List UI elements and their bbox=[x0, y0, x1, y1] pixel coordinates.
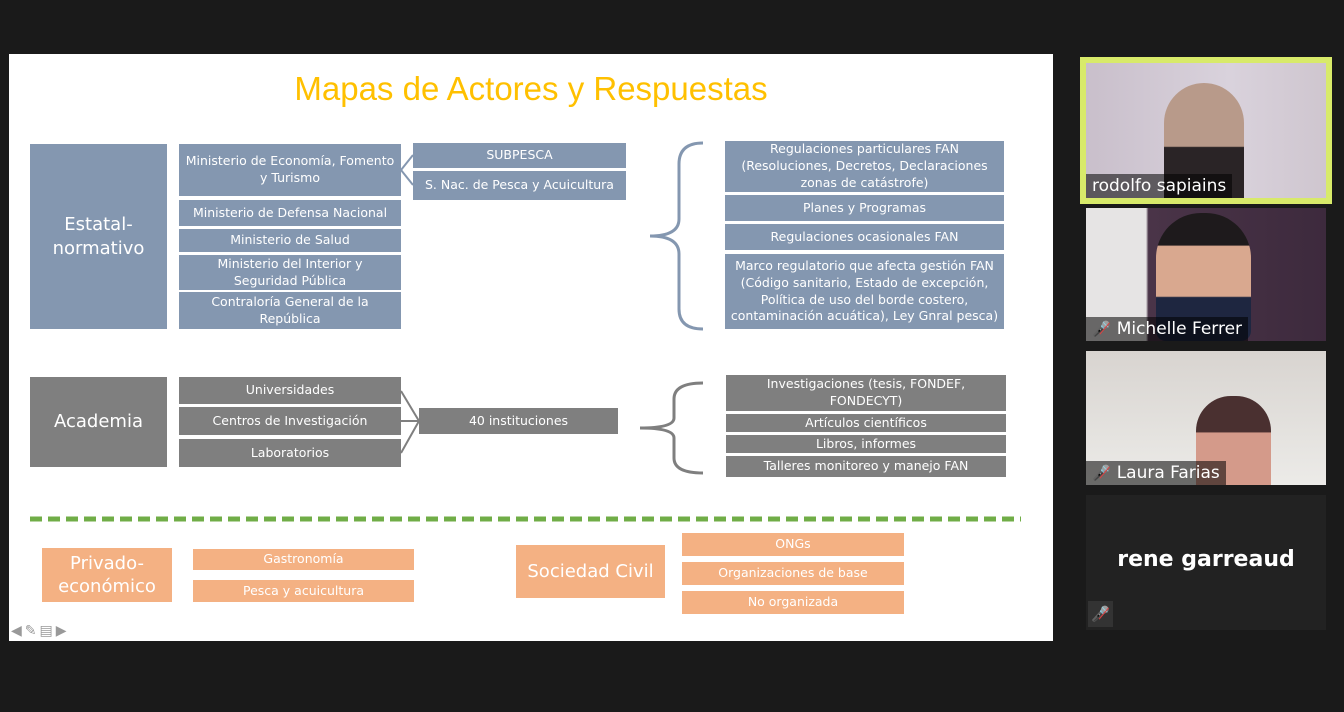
ministry-box: Ministerio de Economía, Fomento y Turism… bbox=[179, 144, 401, 196]
response-box: Marco regulatorio que afecta gestión FAN… bbox=[725, 254, 1004, 329]
presentation-slide: Mapas de Actores y Respuestas Estatal- n… bbox=[9, 54, 1053, 641]
video-tile[interactable]: rodolfo sapiains bbox=[1086, 63, 1326, 198]
menu-icon[interactable]: ▤ bbox=[39, 623, 53, 639]
academia-box: Academia bbox=[30, 377, 167, 467]
academia-response-box: Artículos científicos bbox=[726, 414, 1006, 432]
slide-title: Mapas de Actores y Respuestas bbox=[294, 70, 768, 107]
muted-mic-icon: 🎤̸ bbox=[1092, 320, 1111, 338]
video-tile[interactable]: 🎤̸Michelle Ferrer bbox=[1086, 208, 1326, 341]
participant-name: 🎤̸Michelle Ferrer bbox=[1086, 317, 1249, 341]
academia-member-box: Centros de Investigación bbox=[179, 407, 401, 435]
ministry-box: Ministerio de Salud bbox=[179, 229, 401, 252]
agency-box: SUBPESCA bbox=[413, 143, 626, 168]
next-slide-icon[interactable]: ▶ bbox=[55, 623, 67, 639]
participant-name: 🎤̸Laura Farias bbox=[1086, 461, 1226, 485]
privado-item-box: Gastronomía bbox=[193, 549, 414, 570]
ministry-box: Ministerio del Interior y Seguridad Públ… bbox=[179, 255, 401, 290]
muted-mic-icon: 🎤̸ bbox=[1088, 601, 1113, 627]
response-box: Planes y Programas bbox=[725, 195, 1004, 221]
academia-member-box: Universidades bbox=[179, 377, 401, 404]
privado-economico-box: Privado- económico bbox=[42, 548, 172, 602]
video-tile[interactable]: 🎤̸Laura Farias bbox=[1086, 351, 1326, 485]
civil-item-box: No organizada bbox=[682, 591, 904, 614]
academia-response-box: Libros, informes bbox=[726, 435, 1006, 453]
academia-response-box: Investigaciones (tesis, FONDEF, FONDECYT… bbox=[726, 375, 1006, 411]
civil-item-box: Organizaciones de base bbox=[682, 562, 904, 585]
participant-name: rene garreaud bbox=[1117, 547, 1295, 572]
previous-slide-icon[interactable]: ◀ bbox=[11, 623, 22, 639]
academia-response-box: Talleres monitoreo y manejo FAN bbox=[726, 456, 1006, 477]
participant-name: rodolfo sapiains bbox=[1086, 174, 1233, 198]
civil-item-box: ONGs bbox=[682, 533, 904, 556]
pen-icon[interactable]: ✎ bbox=[24, 623, 37, 639]
video-tile[interactable]: rene garreaud 🎤̸ bbox=[1086, 495, 1326, 630]
estatal-normativo-box: Estatal- normativo bbox=[30, 144, 167, 329]
privado-item-box: Pesca y acuicultura bbox=[193, 580, 414, 602]
institutions-count-box: 40 instituciones bbox=[419, 408, 618, 434]
connector-lines bbox=[30, 141, 1021, 522]
agency-box: S. Nac. de Pesca y Acuicultura bbox=[413, 171, 626, 200]
ministry-box: Ministerio de Defensa Nacional bbox=[179, 200, 401, 226]
sociedad-civil-box: Sociedad Civil bbox=[516, 545, 665, 598]
ministry-box: Contraloría General de la República bbox=[179, 292, 401, 329]
response-box: Regulaciones particulares FAN (Resolucio… bbox=[725, 141, 1004, 192]
academia-member-box: Laboratorios bbox=[179, 439, 401, 467]
muted-mic-icon: 🎤̸ bbox=[1092, 464, 1111, 482]
response-box: Regulaciones ocasionales FAN bbox=[725, 224, 1004, 250]
